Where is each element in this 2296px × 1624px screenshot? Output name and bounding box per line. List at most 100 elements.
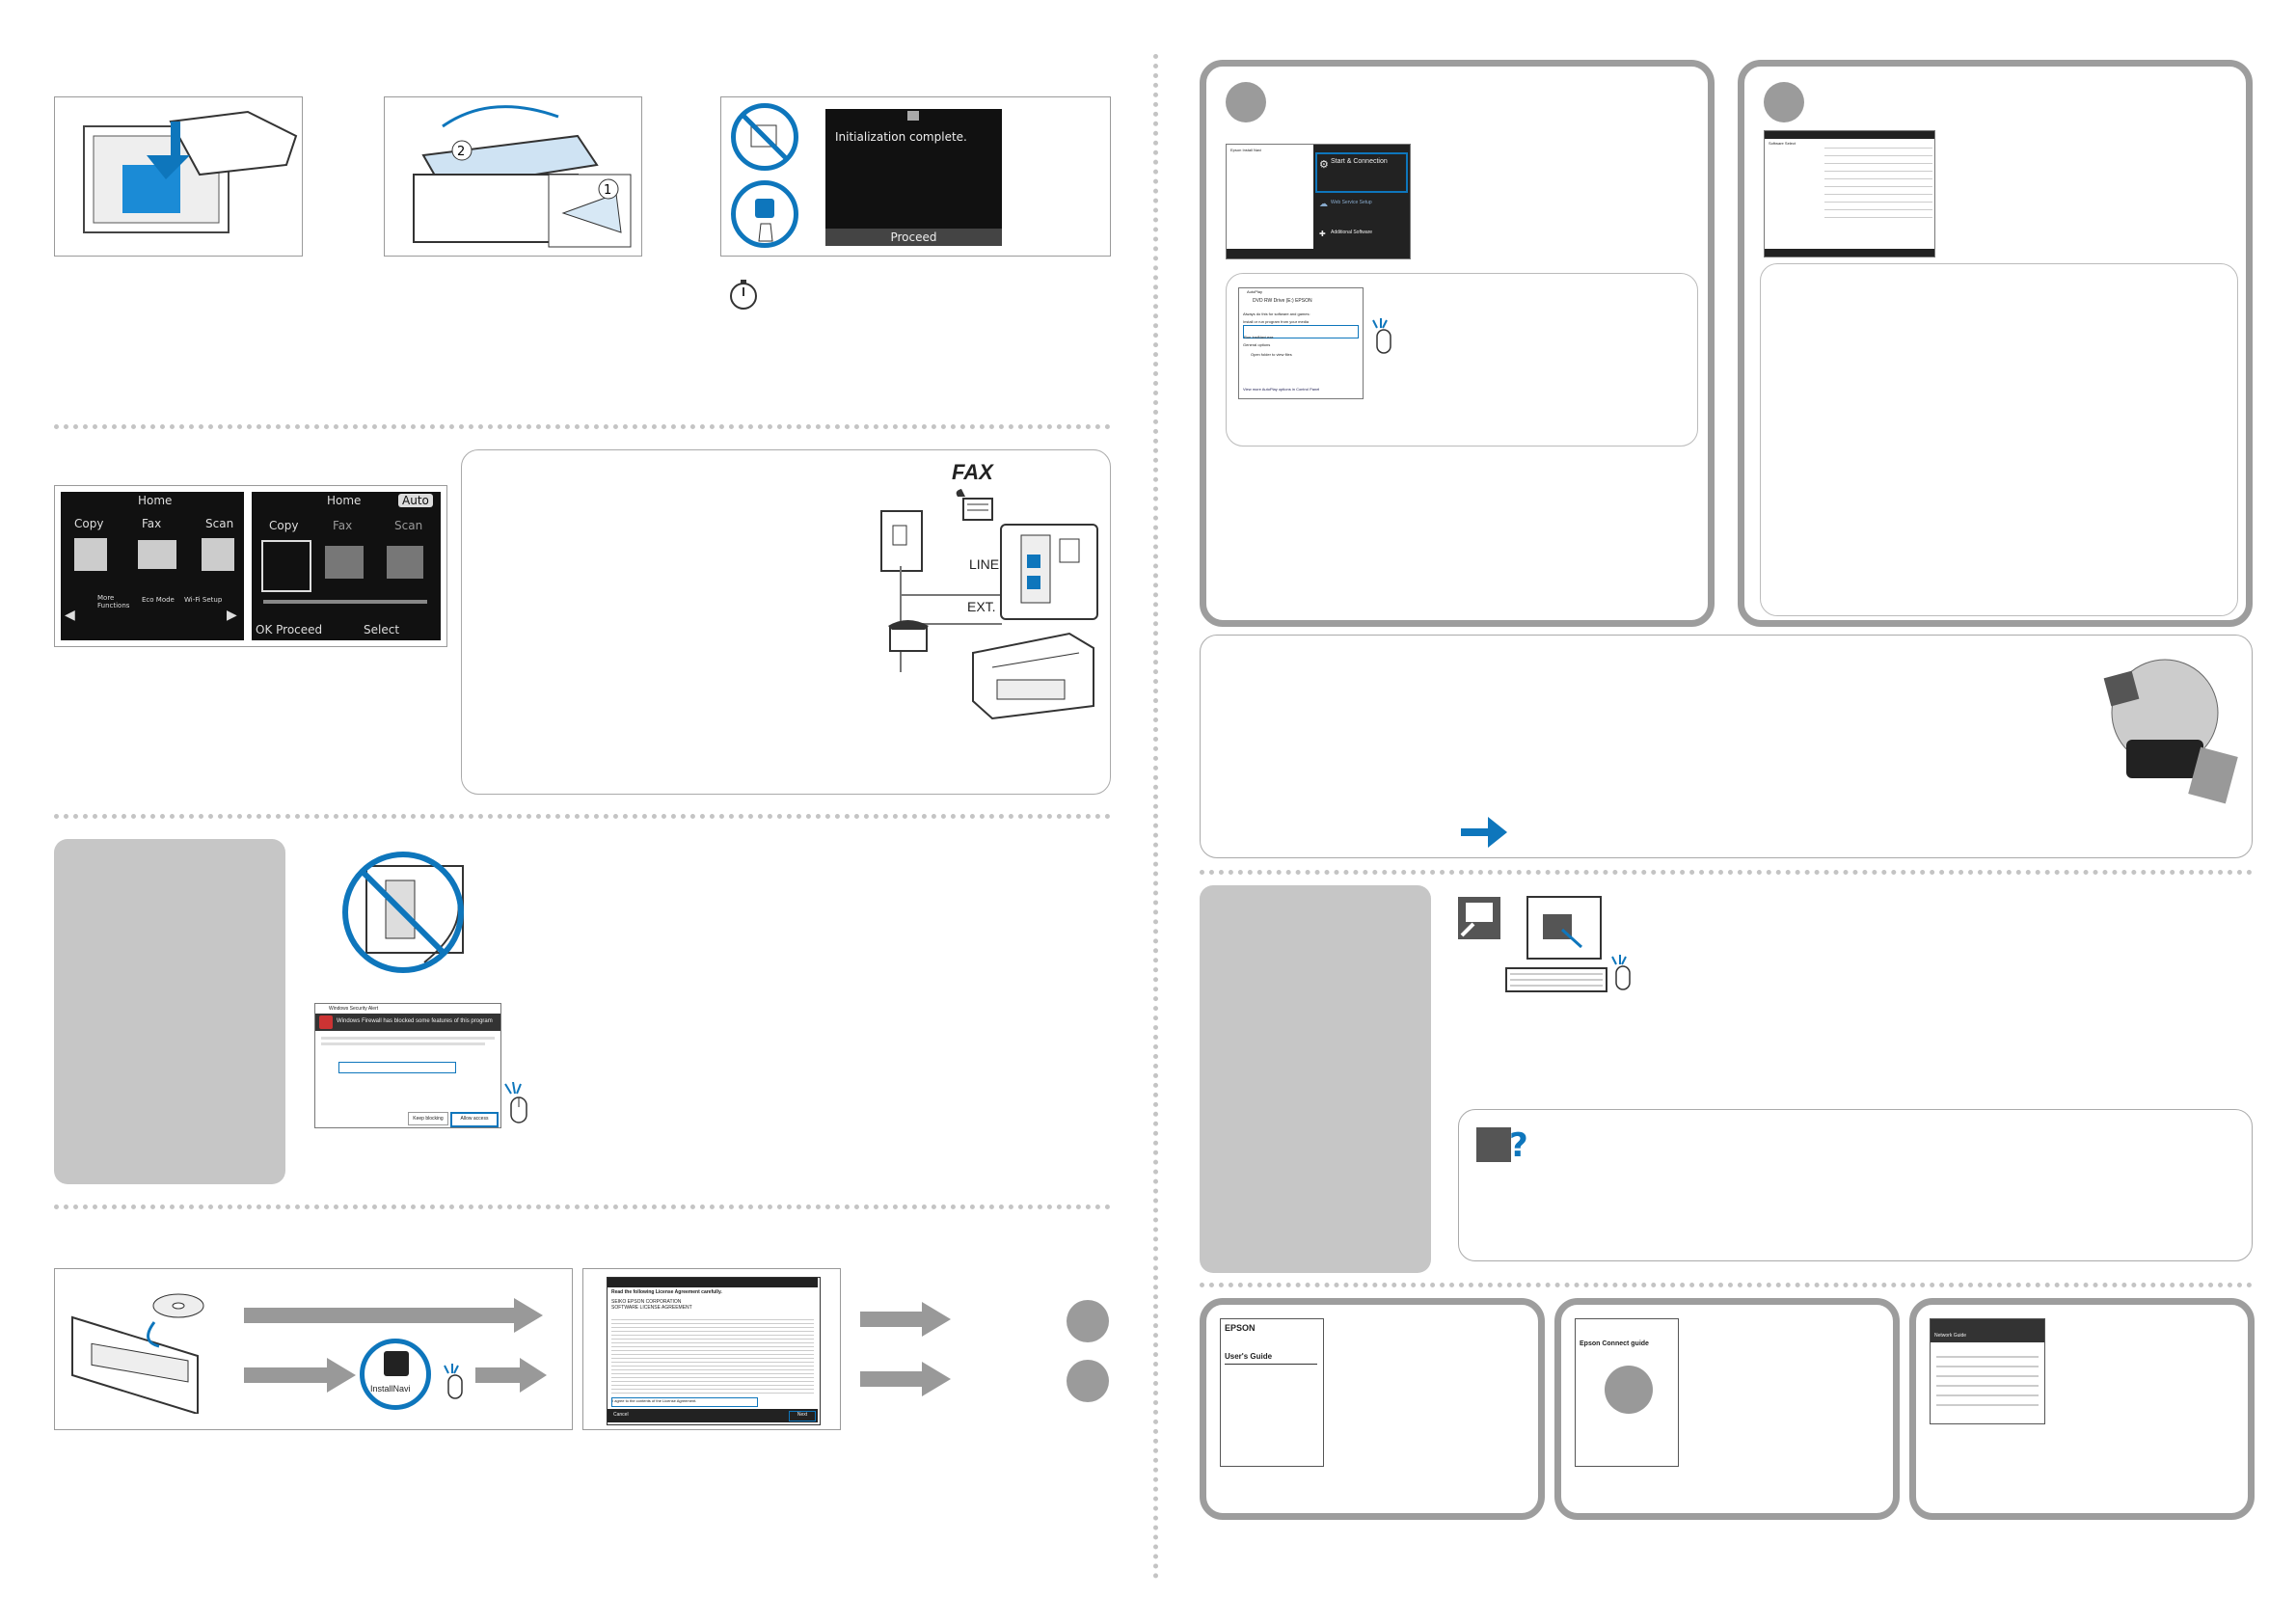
no-power-cord-icon: [731, 103, 798, 171]
line-label: LINE: [969, 556, 1000, 572]
menu-copy[interactable]: Copy: [74, 517, 104, 530]
software-select-title: Software Select: [1769, 141, 1796, 146]
epson-connect-guide-panel: Epson Connect guide: [1554, 1298, 1900, 1520]
license-footer: [608, 1409, 818, 1422]
fax-icon: [138, 540, 176, 569]
home-title: Home: [138, 494, 173, 507]
scan-help-icon: ?: [1476, 1123, 1528, 1168]
autoplay-install-heading: Install or run program from your media: [1243, 319, 1310, 324]
firewall-dialog-title: Windows Security Alert: [329, 1006, 379, 1012]
mouse-click-icon: [1371, 318, 1394, 357]
separator: [1200, 1283, 2253, 1287]
autoplay-title: AutoPlay: [1247, 289, 1263, 294]
fax-machine-icon: [952, 487, 994, 522]
arrow-right-short: [244, 1358, 356, 1393]
menu-scan[interactable]: Scan: [205, 517, 234, 530]
scan-app-icon: [1458, 897, 1500, 939]
copy-icon: [74, 538, 107, 571]
network-guide-panel: Network Guide: [1909, 1298, 2255, 1520]
home-screens-panel: Home Copy Fax Scan More Functions Eco Mo…: [54, 485, 447, 647]
install-panel-a: Epson Install Navi ⚙ Start & Connection …: [1200, 60, 1715, 627]
web-service-label[interactable]: Web Service Setup: [1331, 200, 1372, 205]
lcd-screen: Initialization complete. Proceed: [825, 109, 1002, 246]
menu-fax[interactable]: Fax: [333, 519, 353, 532]
printer-icon: [963, 614, 1098, 720]
menu-wifi-setup[interactable]: Wi-Fi Setup: [184, 596, 223, 604]
gear-icon: ⚙: [1319, 159, 1329, 171]
arrow-to-b: [860, 1362, 951, 1396]
right-arrow-icon[interactable]: ▶: [227, 608, 237, 623]
scan-help-box: ?: [1458, 1109, 2253, 1261]
separator: [54, 814, 1111, 819]
users-guide-cover: EPSON User's Guide: [1220, 1318, 1324, 1467]
telephone-icon: [886, 614, 931, 653]
license-heading: Read the following License Agreement car…: [611, 1289, 722, 1295]
install-panel-b: Software Select: [1738, 60, 2253, 627]
network-guide-cover: Network Guide: [1930, 1318, 2045, 1424]
open-folder-option[interactable]: Open folder to view files: [1251, 352, 1292, 357]
run-instnavi-label: Run InstNavi.exe: [1244, 335, 1274, 339]
svg-text:1: 1: [604, 183, 611, 198]
start-connection-option[interactable]: [1315, 152, 1408, 193]
start-connection-label[interactable]: Start & Connection: [1331, 158, 1388, 165]
control-panel-link[interactable]: View more AutoPlay options in Control Pa…: [1243, 387, 1320, 392]
menu-scan[interactable]: Scan: [394, 519, 423, 532]
software-note-box: [1760, 263, 2238, 616]
scanner-close-illustration: 2 1: [384, 96, 642, 257]
firewall-note-box: [54, 839, 285, 1184]
cloud-icon: ☁: [1319, 199, 1328, 208]
auto-badge: Auto: [398, 494, 433, 507]
scroll-bar[interactable]: [263, 600, 427, 604]
epson-connect-guide-title: Epson Connect guide: [1580, 1340, 1649, 1347]
menu-eco-mode[interactable]: Eco Mode: [142, 596, 175, 604]
no-usb-illustration: [328, 847, 482, 977]
epson-connect-illustration: [2078, 645, 2242, 809]
copy-icon: [261, 540, 311, 592]
select-label[interactable]: Select: [364, 623, 400, 636]
cartridge-install-illustration: [54, 96, 303, 257]
menu-more-functions[interactable]: More Functions: [97, 594, 130, 609]
separator: [1200, 870, 2253, 875]
autoplay-always[interactable]: Always do this for software and games:: [1243, 311, 1310, 316]
cancel-button[interactable]: Cancel: [613, 1412, 629, 1418]
autoplay-box: AutoPlay DVD RW Drive (E:) EPSON Always …: [1226, 273, 1698, 447]
computer-illustration: [1504, 895, 1610, 1001]
installnavi-icon[interactable]: InstallNavi: [360, 1339, 431, 1410]
initialization-panel: Initialization complete. Proceed: [720, 96, 1111, 257]
next-button[interactable]: Next: [789, 1411, 816, 1421]
left-arrow-icon[interactable]: ◀: [65, 608, 75, 623]
proceed-button[interactable]: Proceed: [825, 229, 1002, 246]
users-guide-title: User's Guide: [1225, 1352, 1273, 1361]
epson-connect-guide-cover: Epson Connect guide: [1575, 1318, 1679, 1467]
allow-access-button[interactable]: Allow access: [450, 1112, 499, 1127]
scan-icon: [202, 538, 234, 571]
scan-icon: [387, 546, 423, 579]
general-options: General options: [1243, 342, 1271, 347]
mouse-click-icon: [503, 1081, 530, 1124]
plus-icon: ✚: [1319, 230, 1326, 238]
ext-label: EXT.: [967, 599, 996, 614]
ok-proceed-label[interactable]: OK Proceed: [256, 623, 323, 636]
svg-text:?: ?: [1509, 1126, 1528, 1165]
keep-blocking-button[interactable]: Keep blocking: [408, 1112, 448, 1125]
license-agree-checkbox[interactable]: I agree to the contents of the License A…: [611, 1397, 758, 1407]
install-navi-title: Epson Install Navi: [1230, 148, 1262, 152]
blue-arrow-icon: [1461, 817, 1507, 848]
run-instnavi-item[interactable]: Run InstNavi.exe: [1243, 325, 1359, 339]
autoplay-window: AutoPlay DVD RW Drive (E:) EPSON Always …: [1238, 287, 1364, 399]
step-a-marker: [1067, 1300, 1109, 1342]
firewall-headline: Windows Firewall has blocked some featur…: [337, 1018, 493, 1024]
fax-label: FAX: [952, 460, 993, 484]
panel-a-marker: [1226, 82, 1266, 122]
shield-icon: [319, 1015, 333, 1029]
center-divider: [1153, 54, 1158, 1580]
menu-fax[interactable]: Fax: [142, 517, 162, 530]
init-message: Initialization complete.: [835, 130, 967, 144]
power-button-icon: [731, 180, 798, 248]
additional-software-label[interactable]: Additional Software: [1331, 230, 1373, 235]
license-subheading: SEIKO EPSON CORPORATION SOFTWARE LICENSE…: [611, 1299, 692, 1311]
separator: [54, 1204, 1111, 1209]
step-b-marker: [1067, 1360, 1109, 1402]
home-title: Home: [327, 494, 362, 507]
menu-copy[interactable]: Copy: [269, 519, 299, 532]
